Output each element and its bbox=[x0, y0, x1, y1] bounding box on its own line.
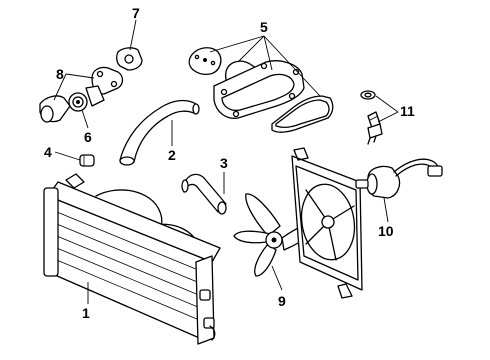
callout-6: 6 bbox=[84, 129, 92, 145]
callout-numbers: 1 2 3 4 5 6 7 8 9 10 11 bbox=[44, 5, 415, 321]
callout-4: 4 bbox=[44, 144, 52, 160]
radiator-cap bbox=[79, 154, 95, 167]
radiator-hose-lower bbox=[181, 173, 227, 215]
callout-7: 7 bbox=[132, 5, 140, 21]
leader-lines bbox=[53, 19, 399, 304]
callout-10: 10 bbox=[378, 223, 394, 239]
fan-shroud-and-motor bbox=[291, 147, 443, 299]
thermostat-housing-gasket bbox=[116, 47, 143, 71]
callout-3: 3 bbox=[220, 155, 228, 171]
callout-5: 5 bbox=[260, 19, 268, 35]
thermostat-housing bbox=[39, 66, 124, 123]
callout-8: 8 bbox=[56, 66, 64, 82]
callout-1: 1 bbox=[82, 305, 90, 321]
water-pump-assembly bbox=[188, 47, 334, 133]
callout-9: 9 bbox=[278, 293, 286, 309]
thermostat bbox=[68, 92, 88, 112]
radiator-hose-upper bbox=[119, 99, 200, 166]
callout-2: 2 bbox=[168, 147, 176, 163]
coolant-temperature-sensor bbox=[360, 90, 383, 145]
radiator bbox=[43, 173, 221, 345]
callout-11: 11 bbox=[400, 103, 415, 119]
